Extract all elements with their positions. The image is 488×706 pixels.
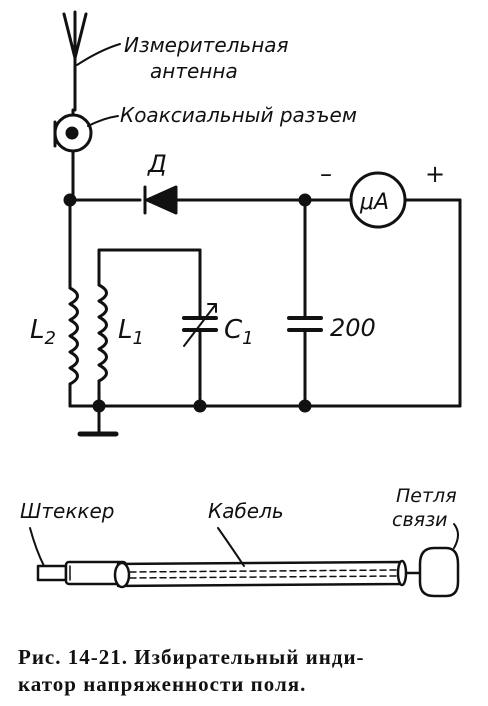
ground-symbol [77, 404, 119, 437]
l2-label: L2 [30, 315, 56, 349]
meter-label: μA [359, 190, 389, 215]
meter-minus-label: – [320, 160, 332, 188]
l1-label: L1 [118, 315, 144, 349]
loop-label-line1: Петля [396, 485, 457, 507]
antenna-symbol [62, 10, 88, 112]
meter-plus-label: + [425, 160, 445, 188]
antenna-label-pointer [76, 43, 121, 66]
junction-node [193, 399, 207, 413]
coaxial-connector-symbol [53, 108, 93, 202]
connector-label: Коаксиальный разъем [120, 103, 357, 127]
variable-capacitor-c1 [182, 248, 218, 408]
loop-label-pointer [453, 523, 459, 549]
caption-line-2: катор напряженности поля. [18, 672, 307, 696]
top-wire [68, 198, 462, 408]
coupling-loop [404, 546, 460, 598]
diode-label: Д [147, 150, 167, 178]
cable-label-pointer [217, 527, 245, 567]
c1-label: C1 [224, 315, 254, 349]
antenna-label-line2: антенна [150, 59, 238, 83]
connector-label-pointer [87, 115, 119, 127]
figure-caption: Рис. 14-21. Избирательный инди- катор на… [18, 644, 478, 698]
probe-cable [113, 559, 408, 589]
inductor-l2 [68, 198, 79, 408]
diode-symbol [143, 185, 178, 215]
microammeter-symbol [349, 171, 407, 229]
antenna-label-line1: Измерительная [124, 33, 289, 57]
caption-line-1: Рис. 14-21. Избирательный инди- [18, 645, 365, 669]
capacitor-value-label: 200 [330, 314, 376, 342]
cable-label: Кабель [208, 499, 284, 523]
capacitor-200 [287, 198, 323, 408]
probe-plug [36, 560, 128, 586]
loop-label-line2: связи [392, 509, 448, 531]
plug-label-pointer [29, 527, 45, 567]
junction-node [298, 399, 312, 413]
plug-label: Штеккер [20, 499, 115, 523]
